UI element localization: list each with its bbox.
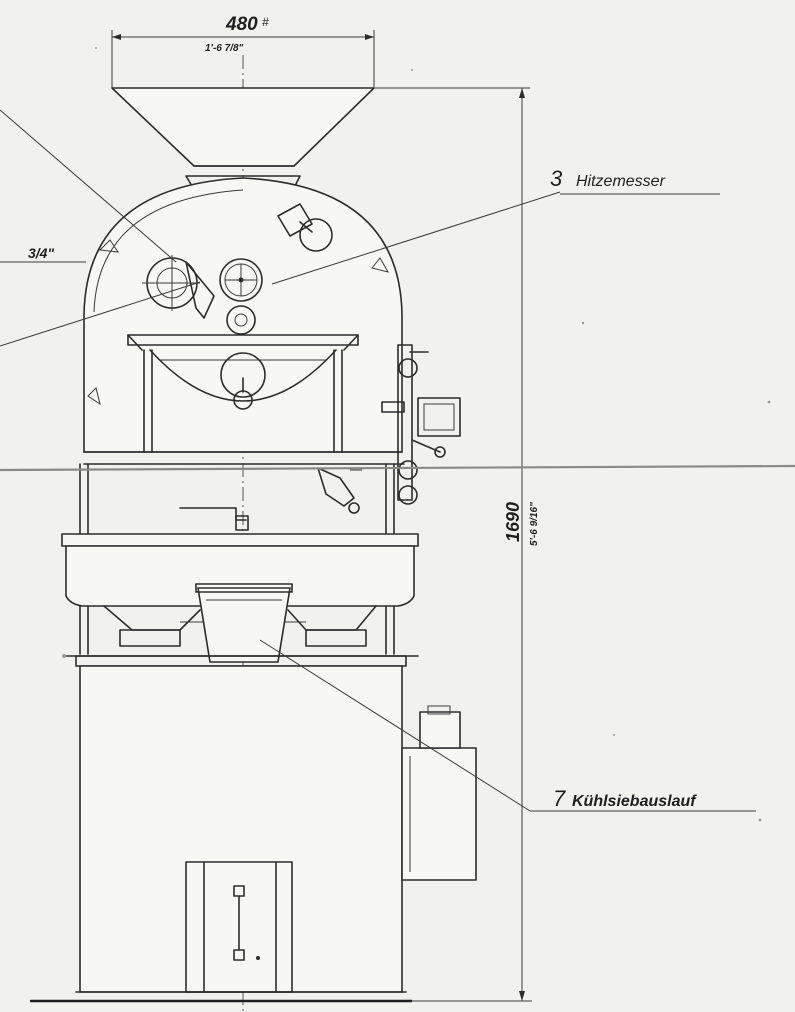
height-mm-label: 1690 <box>503 502 523 542</box>
width-inch-label: 1'-6 7/8" <box>205 43 244 54</box>
gas-valve-assembly <box>381 344 461 505</box>
lower-door <box>185 861 293 993</box>
scan-specks <box>62 47 771 822</box>
discharge-flap <box>317 467 362 514</box>
paper-crease <box>0 464 795 472</box>
cooler-outlet-chute <box>195 583 293 663</box>
callout-fragment-left: 3/4" <box>28 245 54 261</box>
height-inch-label: 5'-6 9/16" <box>529 502 540 546</box>
callout-cooler-outlet-number: 7 <box>553 786 566 811</box>
leader-lines <box>0 109 756 812</box>
cooler-stirrer <box>179 507 249 531</box>
callout-thermometer-text: Hitzemesser <box>576 173 666 190</box>
small-pulley <box>226 305 256 335</box>
width-mm-label: 480 <box>225 14 258 35</box>
width-dimension: 480 # 1'-6 7/8" <box>111 14 375 88</box>
thermometer-gauge <box>219 258 263 302</box>
cooling-sieve <box>61 533 419 655</box>
callout-thermometer: 3 Hitzemesser <box>550 166 666 191</box>
roaster-drum-housing <box>83 177 405 465</box>
callout-cooler-outlet-text: Kühlsiebauslauf <box>572 793 697 810</box>
motor-box <box>401 705 477 881</box>
drum-frame <box>127 334 359 453</box>
lever-handle <box>277 203 333 252</box>
callout-thermometer-number: 3 <box>550 166 563 191</box>
base-cabinet <box>30 655 419 1003</box>
upper-legs <box>79 463 395 535</box>
callout-cooler-outlet: 7 Kühlsiebauslauf <box>553 786 697 811</box>
svg-text:#: # <box>262 15 269 29</box>
height-dimension: 1690 5'-6 9/16" <box>375 87 540 1002</box>
